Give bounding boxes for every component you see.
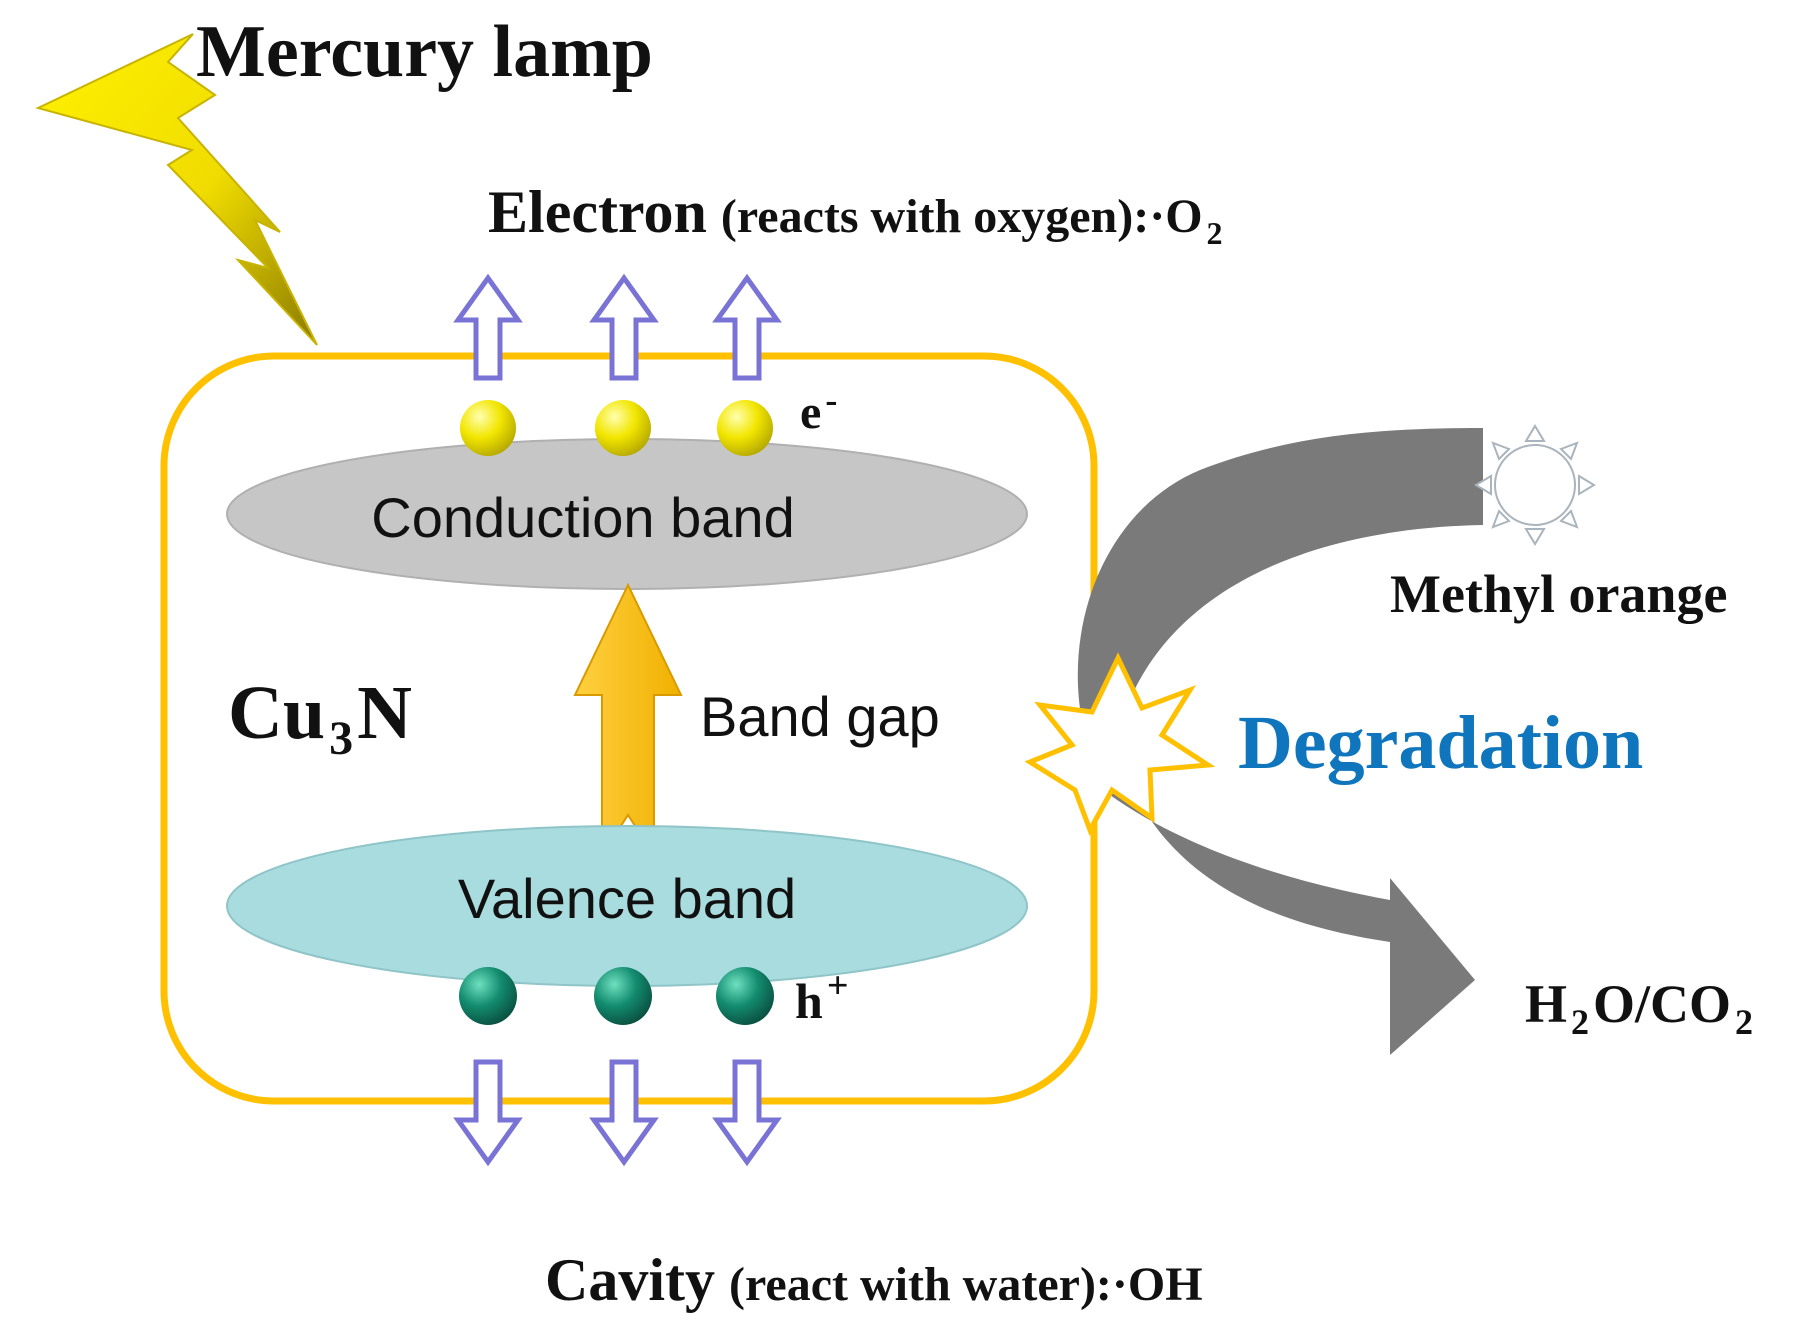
degradation-label: Degradation (1238, 701, 1643, 785)
title-mercury-lamp: Mercury lamp (196, 11, 653, 93)
conduction-band-label: Conduction band (371, 486, 794, 549)
hole-dot (594, 967, 652, 1025)
hole-symbol-charge: + (827, 965, 849, 1007)
methyl-orange-label: Methyl orange (1390, 564, 1727, 624)
valence-band-label: Valence band (458, 867, 796, 930)
product-label: H 2 O/CO 2 (1525, 974, 1753, 1042)
sun-ray (1559, 441, 1579, 461)
down-arrow-icon (589, 1059, 659, 1167)
product-co2-subscript: 2 (1735, 1002, 1753, 1042)
cavity-label-detail: (react with water):·OH (729, 1258, 1203, 1311)
electron-symbol-letter: e (800, 386, 821, 439)
hole-symbol: h + (795, 965, 848, 1029)
down-arrow-icon (712, 1059, 782, 1167)
sun-ray (1578, 474, 1596, 496)
sun-ray (1524, 528, 1546, 546)
sun-ray (1491, 509, 1511, 529)
lightning-bolt-icon (35, 33, 318, 346)
degradation-curved-arrow (1077, 428, 1483, 1055)
burst-star-icon (1024, 652, 1216, 836)
cavity-label-main: Cavity (545, 1247, 715, 1313)
electron-symbol: e - (800, 380, 837, 439)
cavity-label: Cavity (react with water):·OH (545, 1247, 1203, 1313)
down-arrow-icon (453, 1059, 523, 1167)
product-h2o-subscript: 2 (1571, 1002, 1589, 1042)
sun-ray (1524, 424, 1546, 442)
electron-dot (717, 400, 773, 456)
up-arrow-icon (453, 273, 523, 381)
electron-label-subscript: 2 (1207, 215, 1223, 251)
sun-icon-core (1494, 444, 1576, 526)
electron-transfer-arrows (453, 273, 782, 381)
hole-dots (459, 967, 774, 1025)
product-mid: O/CO (1593, 974, 1731, 1034)
electron-label-main: Electron (488, 179, 707, 245)
electron-label-detail: (reacts with oxygen):·O (721, 190, 1203, 243)
material-prefix: Cu (228, 671, 325, 755)
up-arrow-icon (589, 273, 659, 381)
band-gap-label: Band gap (700, 685, 940, 748)
hole-symbol-letter: h (795, 973, 823, 1029)
product-h: H (1525, 974, 1567, 1034)
sun-ray (1491, 441, 1511, 461)
material-label: Cu 3 N (228, 671, 412, 765)
electron-symbol-charge: - (825, 380, 837, 420)
hole-dot (716, 967, 774, 1025)
material-suffix: N (357, 671, 412, 755)
band-gap-arrow (573, 582, 683, 859)
sun-ray (1559, 509, 1579, 529)
sun-ray (1474, 474, 1492, 496)
electron-label: Electron (reacts with oxygen):·O 2 (488, 179, 1223, 251)
electron-dot (460, 400, 516, 456)
hole-dot (459, 967, 517, 1025)
hole-transfer-arrows (453, 1059, 782, 1167)
electron-dots (460, 400, 773, 456)
sun-icon (1474, 424, 1596, 546)
up-arrow-icon (712, 273, 782, 381)
material-subscript: 3 (329, 712, 353, 765)
electron-dot (595, 400, 651, 456)
